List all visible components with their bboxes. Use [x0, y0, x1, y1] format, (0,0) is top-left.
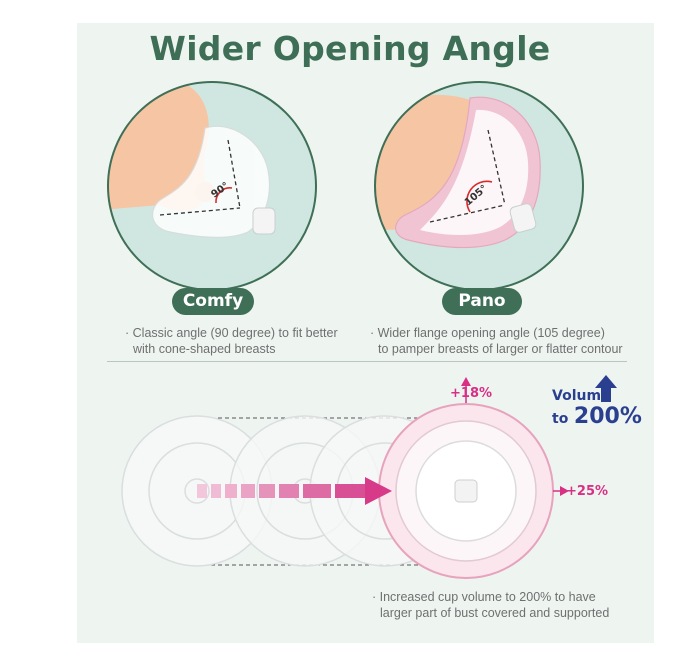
comfy-label: Comfy [172, 288, 254, 315]
top-increase-label: +18% [450, 386, 493, 401]
volume-note: · Increased cup volume to 200% to have l… [372, 589, 642, 621]
volume-heading-line2: to 200% [552, 404, 652, 429]
volume-to: to [552, 411, 569, 427]
pano-note-line2: to pamper breasts of larger or flatter c… [378, 342, 623, 356]
volume-note-line1: · Increased cup volume to 200% to have [372, 590, 596, 604]
side-increase-label: +25% [566, 484, 609, 499]
pano-note-line1: · Wider flange opening angle (105 degree… [370, 326, 605, 340]
pano-note: · Wider flange opening angle (105 degree… [370, 325, 640, 357]
page-title: Wider Opening Angle [149, 29, 551, 68]
comfy-note-line1: · Classic angle (90 degree) to fit bette… [125, 326, 338, 340]
comfy-note: · Classic angle (90 degree) to fit bette… [125, 325, 345, 357]
volume-value: 200% [573, 404, 642, 429]
volume-heading: Volume to 200% [552, 388, 652, 429]
progress-arrow [197, 477, 392, 505]
pano-label: Pano [442, 288, 522, 315]
volume-note-line2: larger part of bust covered and supporte… [380, 606, 610, 620]
section-divider [107, 361, 627, 362]
volume-heading-line1: Volume [552, 388, 611, 404]
pano-flange [378, 403, 554, 579]
comfy-note-line2: with cone-shaped breasts [133, 342, 276, 356]
